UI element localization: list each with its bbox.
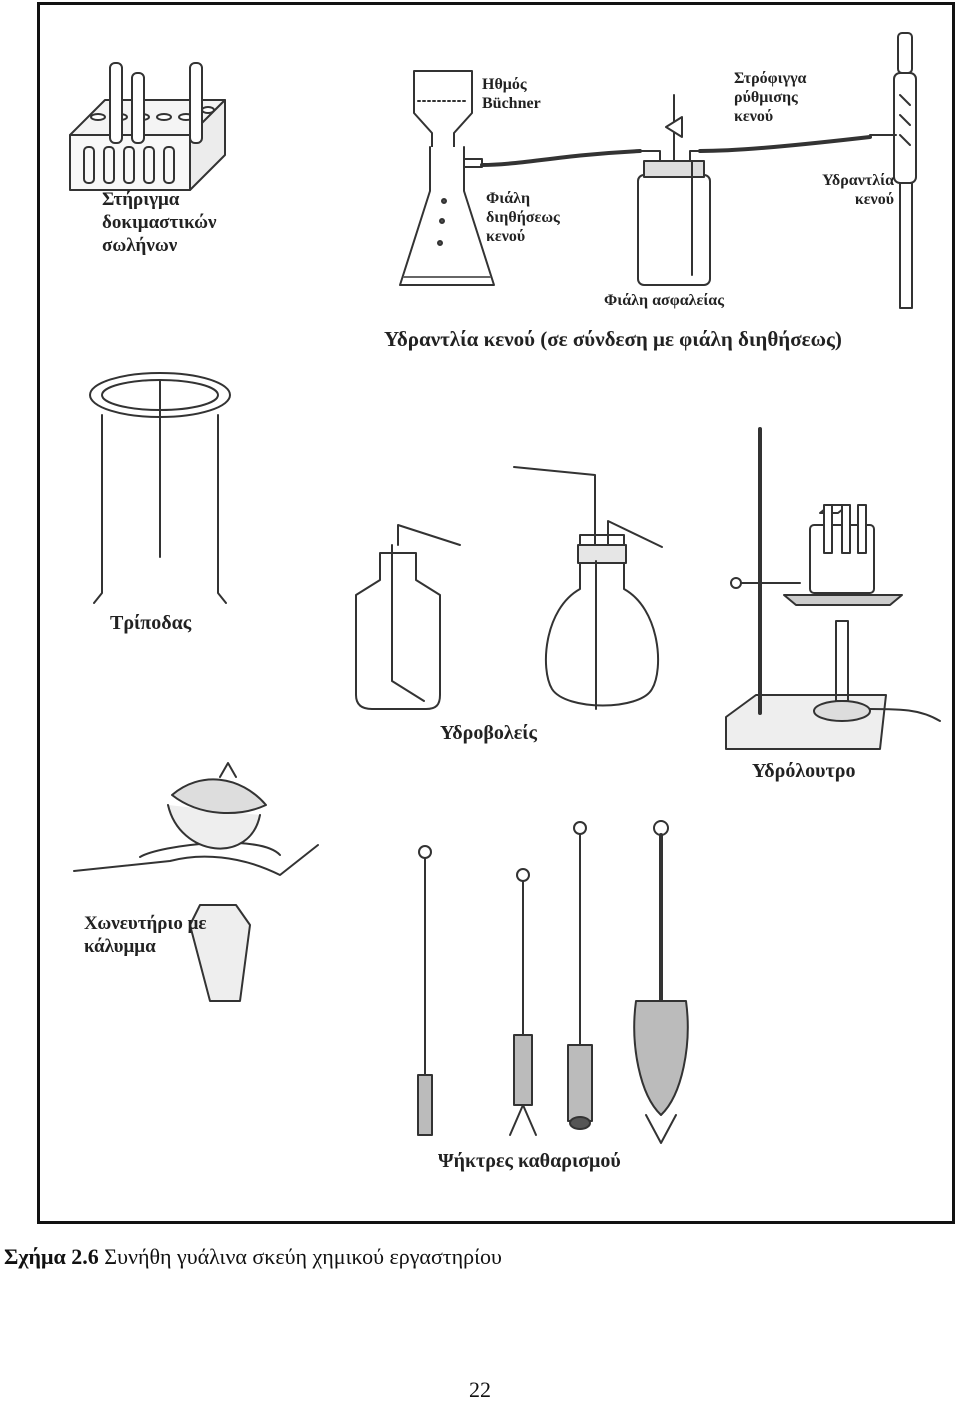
label-vacuum-stopcock: Στρόφιγγα ρύθμισης κενού	[734, 70, 807, 126]
tripod-drawing	[89, 372, 231, 604]
label-water-aspirator: Υδραντλία κενού	[822, 172, 894, 209]
label-safety-flask: Φιάλη ασφαλείας	[604, 292, 724, 309]
wash-bottles-drawing	[355, 466, 663, 710]
water-bath-drawing	[725, 427, 941, 750]
cleaning-brushes-drawing	[417, 820, 689, 1144]
crucible-drawing	[73, 762, 319, 1002]
label-vacuum-setup-title: Υδραντλία κενού (σε σύνδεση με φιάλη διη…	[384, 327, 842, 351]
page-number: 22	[469, 1377, 491, 1402]
filter-flask-drawing	[399, 70, 495, 286]
safety-flask-drawing	[637, 94, 711, 286]
label-crucible: Χωνευτήριο με κάλυμμα	[84, 913, 207, 957]
figure-caption-text: Συνήθη γυάλινα σκεύη χημικού εργαστηρίου	[104, 1244, 502, 1269]
label-buchner-funnel: Ηθμός Büchner	[482, 76, 541, 113]
label-filter-flask: Φιάλη διηθήσεως κενού	[486, 190, 560, 246]
water-aspirator-drawing	[869, 32, 917, 309]
test-tube-rack-drawing	[69, 62, 226, 191]
label-test-tube-rack: Στήριγμα δοκιμαστικών σωλήνων	[102, 189, 217, 256]
figure-frame: Στήριγμα δοκιμαστικών σωλήνων Ηθμός Büch…	[37, 2, 955, 1224]
figure-number: Σχήμα 2.6	[4, 1244, 99, 1269]
figure-drawings	[69, 32, 941, 1144]
vacuum-tubing	[480, 149, 642, 167]
label-tripod: Τρίποδας	[110, 612, 192, 634]
label-cleaning-brushes: Ψήκτρες καθαρισμού	[438, 1150, 621, 1172]
label-wash-bottles: Υδροβολείς	[440, 722, 537, 744]
label-water-bath: Υδρόλουτρο	[752, 760, 856, 782]
figure-caption: Σχήμα 2.6 Συνήθη γυάλινα σκεύη χημικού ε…	[4, 1244, 502, 1270]
